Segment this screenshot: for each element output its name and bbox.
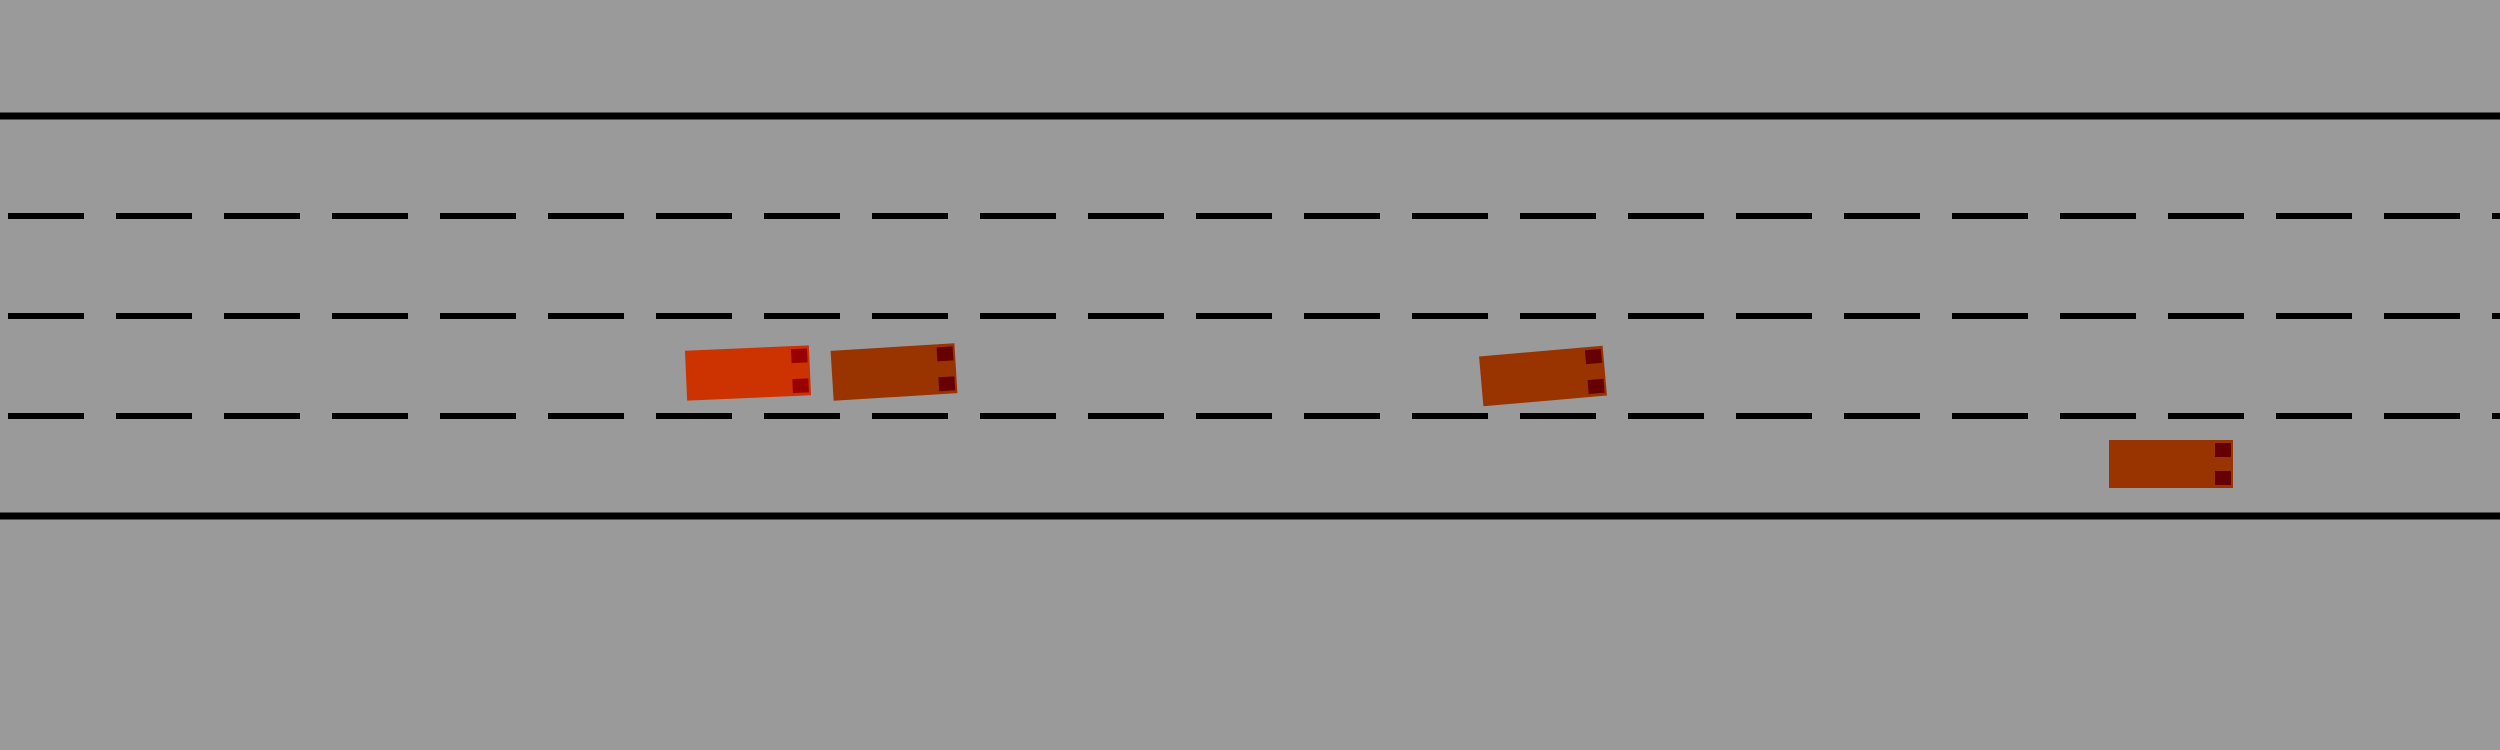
lane-markings	[0, 112, 2500, 520]
vehicle-car-3	[2109, 440, 2233, 488]
vehicle-body	[1479, 345, 1607, 407]
vehicle-car-1	[830, 343, 958, 401]
headlight-left	[936, 346, 954, 362]
vehicle-body	[830, 343, 958, 401]
headlight-left	[790, 348, 808, 364]
headlight-right	[2215, 471, 2231, 485]
headlight-right	[938, 376, 956, 392]
vehicles	[684, 343, 2233, 488]
ego-vehicle	[684, 345, 812, 401]
headlight-right	[792, 378, 809, 394]
vehicle-body	[2109, 440, 2233, 488]
headlight-left	[1584, 348, 1603, 365]
vehicle-body	[684, 345, 812, 401]
vehicle-car-2	[1479, 345, 1607, 407]
headlight-right	[1587, 378, 1605, 395]
headlight-left	[2215, 443, 2231, 457]
